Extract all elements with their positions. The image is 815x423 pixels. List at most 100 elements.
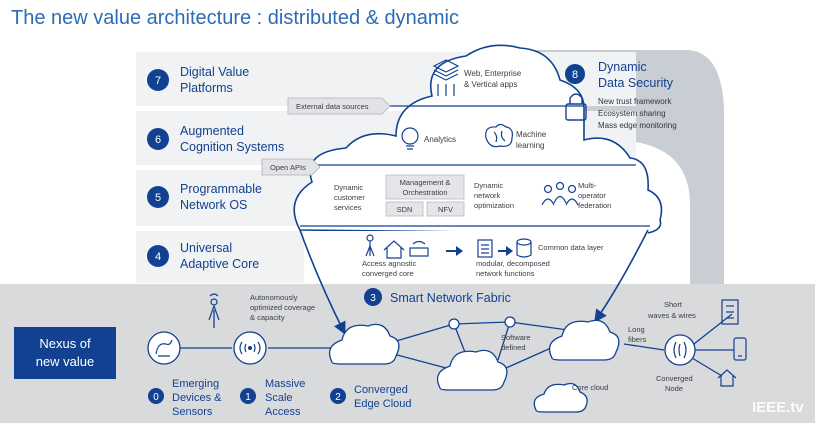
access-agnostic-label: converged core <box>362 269 414 278</box>
layer-4: 4 Universal Adaptive Core <box>147 241 259 271</box>
layer-6: 6 Augmented Cognition Systems <box>147 124 284 154</box>
security-item: New trust framework <box>598 97 672 106</box>
bottom-label-1: 1 Massive Scale Access <box>240 378 305 418</box>
layer-5: 5 Programmable Network OS <box>147 182 262 212</box>
fabric-number: 3 <box>370 293 376 304</box>
edge-cloud-right <box>548 319 620 361</box>
home-icon <box>383 240 405 259</box>
svg-text:External data sources: External data sources <box>296 102 369 111</box>
document-stack-icon <box>477 239 493 258</box>
mgmt-orchestration-box <box>385 174 465 200</box>
security-item: Ecosystem sharing <box>598 109 666 118</box>
svg-text:Scale: Scale <box>265 392 293 404</box>
nexus-label: new value <box>36 354 95 369</box>
svg-text:Massive: Massive <box>265 378 305 390</box>
network-links <box>180 310 734 377</box>
mgmt-label: Orchestration <box>402 188 447 197</box>
ml-label: Machine <box>516 130 547 139</box>
house-icon <box>717 369 737 387</box>
svg-text:Access: Access <box>265 406 301 418</box>
layer-label: Universal <box>180 241 232 255</box>
database-icon <box>516 238 532 258</box>
layer-label: Adaptive Core <box>180 257 259 271</box>
page-title: The new value architecture : distributed… <box>11 7 459 29</box>
network-node <box>448 318 460 330</box>
fabric-number-badge <box>364 288 382 306</box>
layer-label: Augmented <box>180 124 244 138</box>
svg-text:Edge Cloud: Edge Cloud <box>354 398 412 410</box>
modular-label: network functions <box>476 269 535 278</box>
svg-text:Sensors: Sensors <box>172 406 213 418</box>
layer-label: Network OS <box>180 198 247 212</box>
bottom-label-0: 0 Emerging Devices & Sensors <box>148 378 222 418</box>
short-waves-label: waves & wires <box>647 311 696 320</box>
security-title: Dynamic <box>598 60 647 74</box>
svg-text:Converged: Converged <box>354 384 408 396</box>
nexus-label: Nexus of <box>39 336 91 351</box>
nfv-label: NFV <box>438 205 453 214</box>
core-cloud-label: Core cloud <box>572 383 608 392</box>
layer-number-badge <box>147 186 169 208</box>
mgmt-label: Management & <box>400 178 451 187</box>
sdn-label: SDN <box>397 205 413 214</box>
svg-text:1: 1 <box>245 392 251 403</box>
dyn-network-label: optimization <box>474 201 514 210</box>
layer-number: 6 <box>155 134 161 146</box>
security-number: 8 <box>572 69 578 81</box>
brain-icon <box>485 123 513 148</box>
web-apps-label: Web, Enterprise <box>464 69 522 78</box>
converged-node-label: Converged <box>656 374 693 383</box>
svg-text:Emerging: Emerging <box>172 378 219 390</box>
layer-number: 4 <box>155 251 161 263</box>
open-apis-tab: Open APIs <box>261 158 321 176</box>
security-item: Mass edge monitoring <box>598 121 677 130</box>
dyn-network-label: network <box>474 191 501 200</box>
nfv-box <box>426 201 465 217</box>
people-federation-icon <box>541 181 579 206</box>
antenna-icon <box>365 234 375 257</box>
analytics-label: Analytics <box>424 135 456 144</box>
massive-access-icon <box>233 331 267 365</box>
arrow-to-edge <box>299 229 346 335</box>
converged-node-icon <box>664 334 696 366</box>
modular-label: modular, decomposed <box>476 259 550 268</box>
layer-number: 7 <box>155 75 161 87</box>
core-band-white <box>304 231 648 283</box>
layer-label: Cognition Systems <box>180 140 284 154</box>
security-title: Data Security <box>598 76 674 90</box>
network-node <box>504 316 516 328</box>
layer-number: 5 <box>155 192 161 204</box>
multi-operator-label: Multi- <box>578 181 597 190</box>
core-network-cloud <box>436 349 508 391</box>
arrow-right-icon <box>498 246 513 256</box>
arrow-to-core <box>594 229 649 323</box>
dyn-customer-label: customer <box>334 193 365 202</box>
svg-text:2: 2 <box>335 392 341 403</box>
phone-icon <box>733 337 747 361</box>
layer-label: Programmable <box>180 182 262 196</box>
bottom-label-2: 2 Converged Edge Cloud <box>330 384 412 410</box>
dyn-network-label: Dynamic <box>474 181 503 190</box>
nexus-box <box>14 327 116 379</box>
converged-node-label: Node <box>665 384 683 393</box>
edge-cloud <box>328 323 400 365</box>
arrow-right-icon <box>446 246 463 256</box>
svg-text:0: 0 <box>153 392 159 403</box>
long-fibers-label: fibers <box>628 335 647 344</box>
dyn-customer-label: Dynamic <box>334 183 363 192</box>
layer-7: 7 Digital Value Platforms <box>147 65 249 95</box>
analytics-icon <box>401 127 419 150</box>
layer-label: Digital Value <box>180 65 249 79</box>
external-data-sources-tab: External data sources <box>287 97 391 115</box>
svg-text:Devices &: Devices & <box>172 392 222 404</box>
router-icon <box>409 240 429 257</box>
layer-label: Platforms <box>180 81 233 95</box>
sdn-box <box>385 201 424 217</box>
core-cloud <box>533 382 588 413</box>
auto-label: optimized coverage <box>250 303 315 312</box>
layer-number-badge <box>147 245 169 267</box>
long-fibers-label: Long <box>628 325 645 334</box>
building-icon <box>721 299 739 325</box>
watermark-logo: IEEE.tv <box>752 399 804 416</box>
access-agnostic-label: Access agnostic <box>362 259 416 268</box>
